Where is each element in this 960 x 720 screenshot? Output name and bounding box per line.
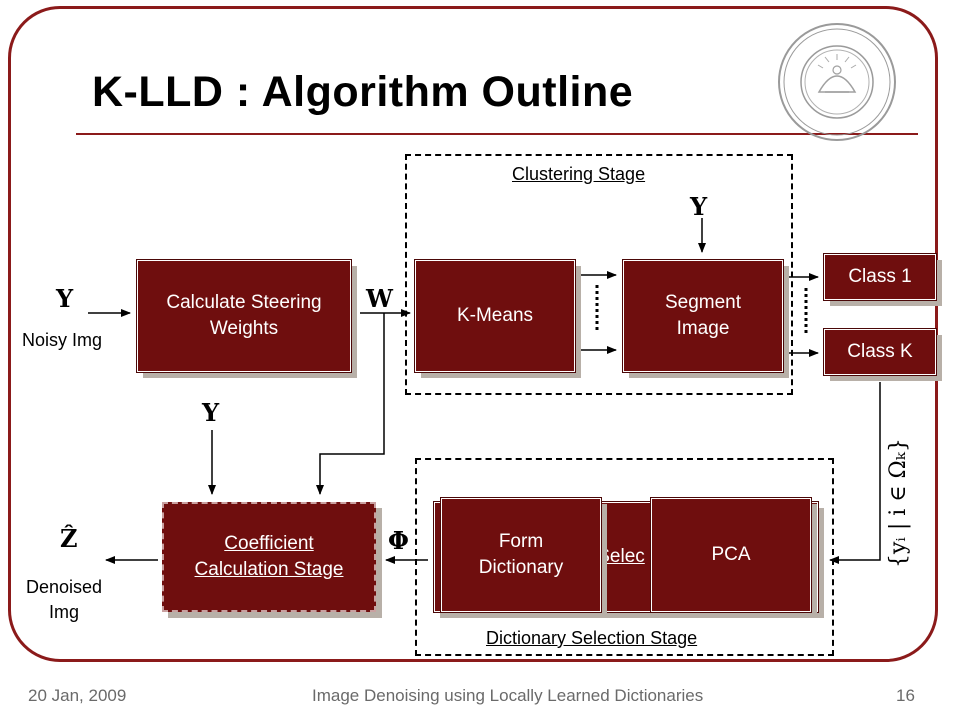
patch-set-symbol: {yᵢ | i ∈ Ωₖ}: [886, 438, 911, 568]
title-divider: [76, 133, 918, 135]
weights-w-symbol: W: [366, 284, 393, 313]
dictionary-stage-label: Dictionary Selection Stage: [486, 628, 698, 648]
phi-symbol: Φ: [388, 526, 409, 555]
noisy-image-label: Noisy Img: [22, 330, 103, 350]
footer-date: 20 Jan, 2009: [28, 686, 127, 705]
input-y-symbol: Y: [56, 284, 74, 313]
clustering-stage-region: [405, 154, 793, 395]
university-seal-icon: [778, 23, 896, 141]
pca-block: PCA: [650, 497, 812, 613]
footer-page-number: 16: [896, 686, 915, 705]
slide-title: K-LLD : Algorithm Outline: [92, 68, 634, 116]
z-hat-symbol: Ẑ: [60, 524, 78, 553]
segment-y-symbol: Y: [690, 192, 708, 221]
class-1-block: Class 1: [823, 253, 937, 301]
slide-frame: [8, 6, 938, 662]
kmeans-block: K-Means: [414, 259, 576, 373]
footer-subtitle: Image Denoising using Locally Learned Di…: [312, 686, 704, 705]
clustering-stage-label: Clustering Stage: [512, 164, 646, 184]
denoised-image-label: Denoised Img: [26, 577, 103, 623]
class-k-block: Class K: [823, 328, 937, 376]
coefficient-y-symbol: Y: [202, 398, 220, 427]
